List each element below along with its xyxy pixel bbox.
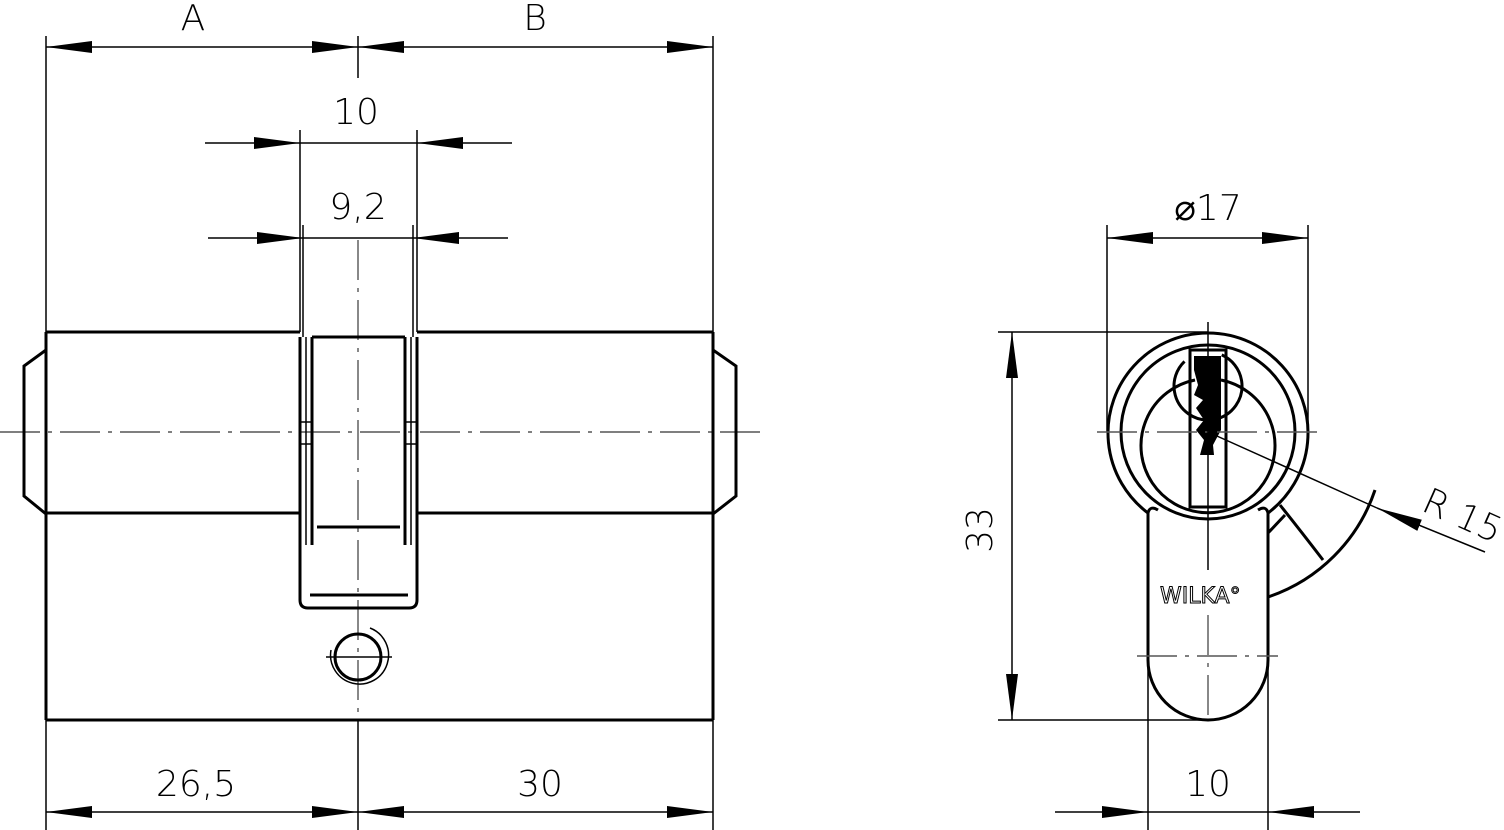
front-view: WILKA° ⌀17 33 10 R 15 (960, 188, 1504, 830)
dim-diameter: ⌀17 (1174, 188, 1241, 229)
dim-right-length: 30 (517, 764, 563, 805)
side-view: A B 10 9,2 26,5 30 (0, 0, 760, 830)
dim-cam-outer: 10 (333, 92, 379, 133)
dim-bottom-width: 10 (1185, 764, 1231, 805)
dim-radius: R 15 (1416, 481, 1504, 552)
fixing-screw-hole (326, 627, 392, 685)
dim-b-label: B (523, 0, 547, 39)
wilka-logo: WILKA° (1160, 584, 1241, 609)
profile-outline (1106, 331, 1377, 722)
dim-cam-inner: 9,2 (329, 187, 386, 228)
dim-left-length: 26,5 (156, 764, 236, 805)
cylinder-body (22, 330, 738, 722)
cam (298, 335, 419, 610)
dim-a-label: A (181, 0, 206, 39)
dim-height: 33 (960, 507, 1001, 553)
